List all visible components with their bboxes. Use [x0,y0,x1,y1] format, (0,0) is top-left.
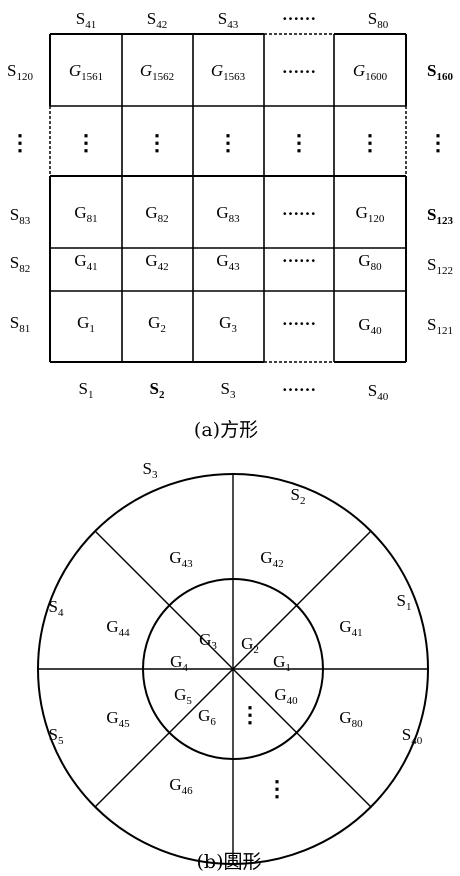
right-label-3: S123 [427,205,453,227]
left-label-1: S120 [7,61,33,83]
cell-g82: G82 [145,203,168,225]
cell-row1-vellipsis-1: ⋮ [75,130,97,155]
bottom-label-5: S40 [368,381,389,403]
circle-label-s3: S3 [143,459,158,481]
cell-row2-ellipsis: …… [282,200,316,219]
square-grid-diagram: S41 S42 S43 …… S80 S120 ⋮ S83 S82 S81 S1… [7,5,453,441]
sector-inner-vellipsis: ⋮ [239,702,261,727]
cell-g1: G1 [77,313,95,335]
top-label-ellipsis: …… [282,5,316,24]
sector-g80: G80 [339,708,363,730]
caption-b: (b)圆形 [197,851,262,873]
top-label-2: S42 [147,9,167,31]
top-label-1: S41 [76,9,96,31]
circular-diagram: S3 S2 S4 S1 S5 S40 G43 G42 G44 G41 G45 G… [37,459,429,873]
cell-g40: G40 [358,315,382,337]
bottom-label-2: S2 [150,379,165,401]
right-label-4: S122 [427,255,453,277]
cell-row1-vellipsis-3: ⋮ [217,130,239,155]
cell-row1-vellipsis-4: ⋮ [288,130,310,155]
cell-row1-vellipsis-5: ⋮ [359,130,381,155]
sector-g1: G1 [273,652,291,674]
circle-label-s4: S4 [49,597,64,619]
cell-row4-ellipsis: …… [282,310,316,329]
sector-outer-vellipsis: ⋮ [266,776,288,801]
right-label-ellipsis: ⋮ [427,130,449,155]
left-label-3: S83 [10,205,31,227]
cell-g83: G83 [216,203,240,225]
top-label-3: S43 [218,9,239,31]
divider-diagonal-2 [94,530,372,808]
cell-g120: G120 [356,203,385,225]
right-label-5: S121 [427,315,453,337]
left-label-4: S82 [10,253,30,275]
circle-label-s2: S2 [291,485,306,507]
caption-a: (a)方形 [194,419,258,441]
bottom-label-ellipsis: …… [282,376,316,395]
sector-g2: G2 [241,634,259,656]
left-label-ellipsis: ⋮ [9,130,31,155]
sector-g46: G46 [169,775,193,797]
sector-g42: G42 [260,548,283,570]
cell-g1562: G1562 [140,61,174,83]
circle-label-s40: S40 [402,725,423,747]
right-label-1: S160 [427,61,453,83]
sector-g43: G43 [169,548,193,570]
cell-row0-ellipsis: …… [282,58,316,77]
circle-label-s1: S1 [397,591,412,613]
cell-g42: G42 [145,251,168,273]
cell-g1563: G1563 [211,61,246,83]
sector-g3: G3 [199,630,217,652]
sector-g41: G41 [339,617,362,639]
sector-g6: G6 [198,706,216,728]
cell-row3-ellipsis: …… [282,247,316,266]
circle-label-s5: S5 [49,725,64,747]
left-label-5: S81 [10,313,30,335]
cell-g1561: G1561 [69,61,103,83]
cell-g3: G3 [219,313,237,335]
sector-g5: G5 [174,685,192,707]
sector-g45: G45 [106,708,130,730]
cell-g2: G2 [148,313,166,335]
cell-g81: G81 [74,203,97,225]
cell-g80: G80 [358,251,382,273]
cell-g43: G43 [216,251,240,273]
cell-row1-vellipsis-2: ⋮ [146,130,168,155]
sector-g4: G4 [170,652,188,674]
bottom-label-1: S1 [79,379,94,401]
cell-g41: G41 [74,251,97,273]
sector-g40: G40 [274,685,298,707]
bottom-label-3: S3 [221,379,236,401]
cell-g1600: G1600 [353,61,388,83]
sector-g44: G44 [106,617,130,639]
top-label-5: S80 [368,9,389,31]
